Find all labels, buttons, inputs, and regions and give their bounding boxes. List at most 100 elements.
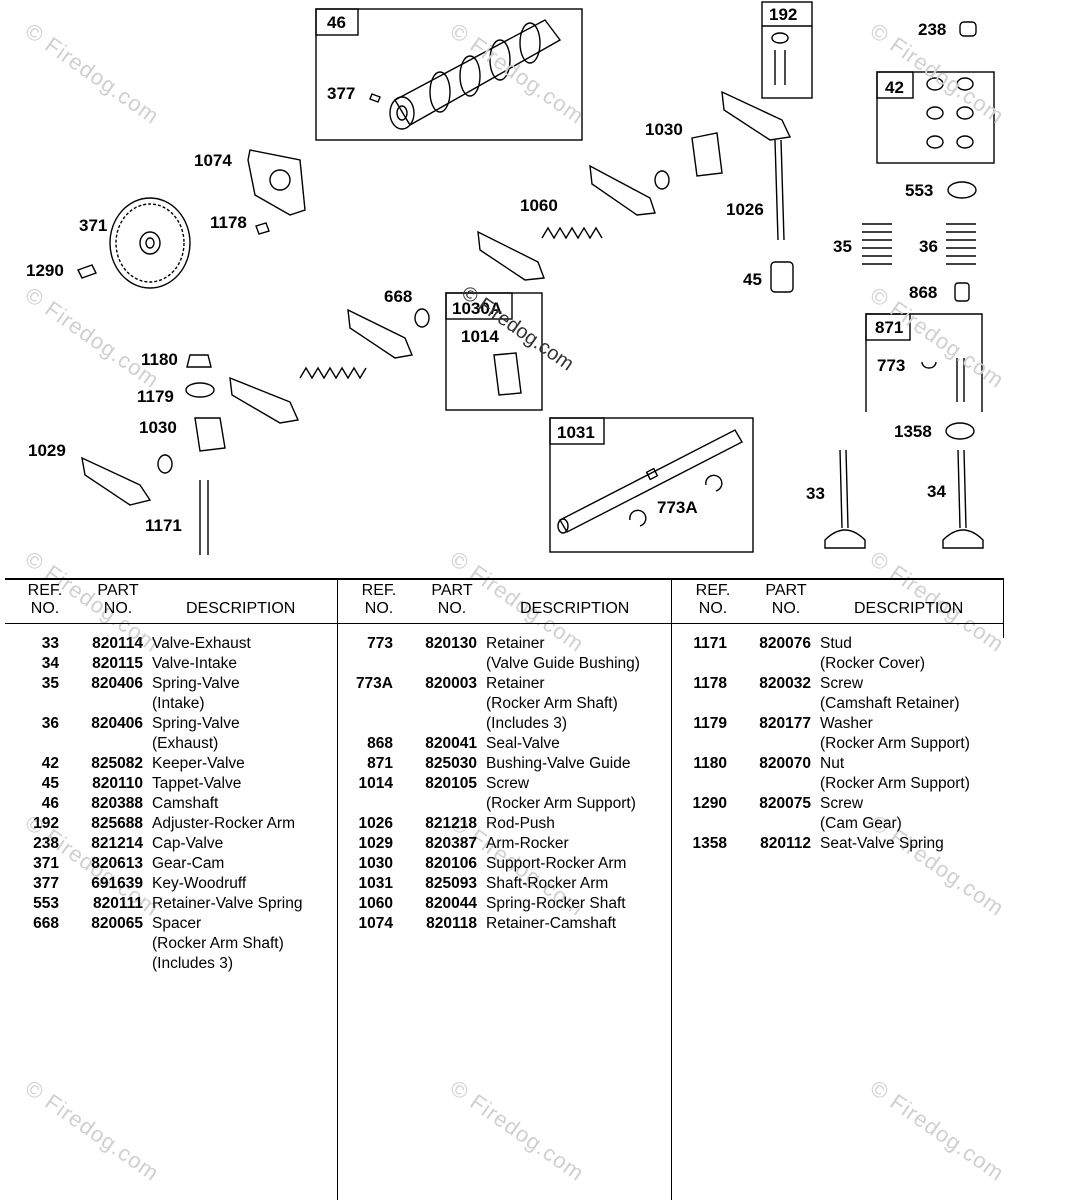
- header-description: DESCRIPTION: [186, 600, 296, 617]
- callout-1178: 1178: [210, 213, 247, 232]
- intake-valve-drawing: [942, 449, 984, 549]
- part-no: 825688: [91, 815, 143, 832]
- part-description: Bushing-Valve Guide: [486, 755, 631, 772]
- ref-no: 1029: [358, 835, 393, 852]
- ref-no: 1180: [693, 755, 727, 772]
- part-no: 821218: [425, 815, 477, 832]
- part-no: 820105: [425, 775, 477, 792]
- ref-no: 36: [41, 715, 59, 732]
- part-no: 820076: [759, 635, 811, 652]
- part-no: 820065: [91, 915, 143, 932]
- ref-no: 238: [33, 835, 59, 852]
- column-divider: [337, 578, 338, 1200]
- callout-36: 36: [919, 237, 938, 256]
- ref-no: 42: [41, 755, 59, 772]
- part-description: Adjuster-Rocker Arm: [152, 815, 295, 832]
- part-description: Shaft-Rocker Arm: [486, 875, 609, 892]
- part-no: 820110: [92, 775, 143, 792]
- ref-no: 1074: [358, 915, 393, 932]
- rocker-shaft-spring-drawing: [299, 226, 603, 380]
- ref-no: 871: [367, 755, 393, 772]
- valve-seal-drawing: [954, 282, 970, 302]
- callout-1290: 1290: [26, 261, 64, 280]
- callout-1029: 1029: [28, 441, 66, 460]
- callout-45: 45: [743, 270, 762, 289]
- part-description: Seat-Valve Spring: [820, 835, 944, 852]
- screw-1290-drawing: [77, 264, 97, 279]
- part-no: 820388: [91, 795, 143, 812]
- header-description: DESCRIPTION: [520, 600, 630, 617]
- part-description-note: (Rocker Cover): [820, 655, 926, 672]
- ref-no: 1179: [693, 715, 727, 732]
- exhaust-valve-drawing: [824, 449, 866, 549]
- ref-no: 35: [41, 675, 59, 692]
- adjuster-drawing: [774, 50, 786, 85]
- part-description: Key-Woodruff: [152, 875, 247, 892]
- ref-no: 1031: [358, 875, 393, 892]
- part-no: 820613: [91, 855, 143, 872]
- column-divider: [1003, 578, 1004, 638]
- callout-773a: 773A: [657, 498, 698, 517]
- ref-no: 553: [33, 895, 59, 912]
- callout-1074: 1074: [194, 151, 232, 170]
- part-description: Spring-Valve: [152, 715, 240, 732]
- box-871-frame: [865, 313, 983, 412]
- callout-773: 773: [877, 356, 906, 375]
- part-no: 820070: [759, 755, 811, 772]
- part-description-note: (Rocker Arm Support): [486, 795, 636, 812]
- valve-seat-drawing: [945, 422, 975, 440]
- ref-no: 1178: [693, 675, 727, 692]
- part-description: Washer: [820, 715, 873, 732]
- box-label-871: 871: [875, 318, 904, 337]
- callout-668: 668: [384, 287, 413, 306]
- ref-no: 371: [33, 855, 59, 872]
- part-no: 820118: [426, 915, 477, 932]
- box-label-42: 42: [885, 78, 904, 97]
- column-divider: [671, 578, 672, 1200]
- part-no: 820075: [759, 795, 811, 812]
- ref-no: 1358: [692, 835, 727, 852]
- part-description: Spacer: [152, 915, 202, 932]
- header-description: DESCRIPTION: [854, 600, 964, 617]
- part-no: 820406: [91, 715, 143, 732]
- part-description-note: (Valve Guide Bushing): [486, 655, 640, 672]
- box-label-1031: 1031: [557, 423, 595, 442]
- callout-1014: 1014: [461, 327, 499, 346]
- ref-no: 192: [33, 815, 59, 832]
- part-description: Nut: [820, 755, 845, 772]
- part-description: Valve-Exhaust: [152, 635, 251, 652]
- part-description: Arm-Rocker: [486, 835, 569, 852]
- box-label-46: 46: [327, 13, 346, 32]
- part-description-note: (Includes 3): [486, 715, 567, 732]
- part-no: 825030: [425, 755, 477, 772]
- rocker-arm-1029-drawing: [81, 456, 152, 506]
- part-description: Spring-Valve: [152, 675, 240, 692]
- part-description-note: (Rocker Arm Shaft): [152, 935, 284, 952]
- part-no: 825093: [425, 875, 477, 892]
- ref-no: 45: [41, 775, 59, 792]
- part-no: 820044: [425, 895, 477, 912]
- nut-1180-drawing: [186, 354, 212, 368]
- box-label-1030a: 1030A: [452, 299, 503, 318]
- callout-1030-top: 1030: [645, 120, 683, 139]
- part-description-note: (Cam Gear): [820, 815, 902, 832]
- part-description-note: (Rocker Arm Support): [820, 735, 970, 752]
- part-description: Stud: [820, 635, 852, 652]
- callout-33: 33: [806, 484, 825, 503]
- part-no: 820387: [425, 835, 477, 852]
- ref-no: 34: [41, 655, 59, 672]
- valve-spring-retainer-drawing: [947, 181, 977, 199]
- part-description: Seal-Valve: [486, 735, 560, 752]
- ref-no: 1014: [358, 775, 393, 792]
- ref-no: 1171: [693, 635, 727, 652]
- ref-no: 1026: [358, 815, 393, 832]
- part-description: Keeper-Valve: [152, 755, 245, 772]
- part-description-note: (Intake): [152, 695, 205, 712]
- exploded-parts-diagram: 46 192 42 1030A 871 1031 238 377 1030 10…: [0, 0, 1073, 575]
- part-no: 820112: [760, 835, 811, 852]
